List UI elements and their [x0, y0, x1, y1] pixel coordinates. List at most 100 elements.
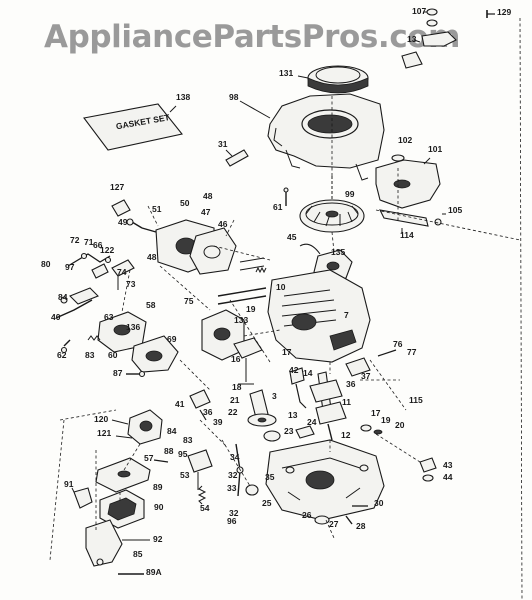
callout-115: 115: [409, 395, 423, 405]
part-13-muffler-bracket: [401, 31, 457, 69]
callout-89a: 89A: [146, 567, 162, 577]
callout-31: 31: [218, 139, 228, 149]
part-136-float: [131, 335, 179, 373]
part-90-fuel-tank: [99, 489, 145, 529]
callout-47: 47: [201, 207, 211, 217]
part-99-flywheel: [299, 176, 365, 233]
callout-22: 22: [228, 407, 238, 417]
part-31-pin: [225, 149, 249, 167]
callout-73: 73: [126, 279, 136, 289]
callout-97: 97: [65, 262, 75, 272]
part-26-oil-plug: [314, 515, 330, 525]
callout-92: 92: [153, 534, 163, 544]
callout-54: 54: [200, 503, 210, 513]
callout-50: 50: [180, 198, 190, 208]
callout-33: 33: [227, 483, 237, 493]
callout-34: 34: [230, 452, 240, 462]
callout-91: 91: [64, 479, 74, 489]
callout-32: 32: [229, 508, 239, 518]
callout-90: 90: [154, 502, 164, 512]
part-62-screw: [60, 339, 71, 354]
part-57-clip: [153, 459, 169, 463]
callout-41: 41: [175, 399, 185, 409]
part-127-nozzle: [111, 199, 131, 217]
part-72-throttle-link: [67, 252, 112, 279]
callout-62: 62: [57, 350, 67, 360]
callout-26: 26: [302, 510, 312, 520]
part-19-valve-spring: [217, 257, 267, 305]
callout-83: 83: [85, 350, 95, 360]
callout-45: 45: [287, 232, 297, 242]
part-43-oil-fill: [419, 457, 437, 482]
part-107-nut: [424, 8, 438, 27]
callout-12: 12: [341, 430, 351, 440]
callout-27: 27: [329, 519, 339, 529]
part-92-bracket: [85, 519, 150, 567]
callout-76: 76: [393, 339, 403, 349]
part-23-gear: [263, 430, 281, 442]
callout-101: 101: [428, 144, 442, 154]
callout-107: 107: [412, 6, 426, 16]
callout-102: 102: [398, 135, 412, 145]
part-101-muffler: [375, 157, 441, 209]
callout-25: 25: [262, 498, 272, 508]
callout-17: 17: [282, 347, 292, 357]
callout-20: 20: [395, 420, 405, 430]
callout-48: 48: [147, 252, 157, 262]
part-24-piston-pin: [295, 425, 315, 439]
callout-129: 129: [497, 7, 511, 17]
callout-85: 85: [133, 549, 143, 559]
part-83-spring: [87, 335, 101, 341]
callout-35: 35: [265, 472, 275, 482]
callout-16: 16: [231, 354, 241, 364]
callout-23: 23: [284, 426, 294, 436]
callout-133: 133: [234, 315, 248, 325]
part-7-cylinder: [267, 269, 371, 363]
part-121-filter-cover: [115, 435, 133, 439]
callout-60: 60: [108, 350, 118, 360]
part-91-fuel-cap: [71, 487, 93, 509]
callout-80: 80: [41, 259, 51, 269]
callout-83: 83: [183, 435, 193, 445]
callout-99: 99: [345, 189, 355, 199]
callout-74: 74: [117, 267, 127, 277]
part-75-valve-cover: [201, 309, 245, 361]
part-98-blower-housing: [239, 93, 385, 181]
callout-49: 49: [118, 217, 128, 227]
part-61-key: [283, 187, 289, 206]
callout-53: 53: [180, 470, 190, 480]
callout-7: 7: [344, 310, 349, 320]
callout-14: 14: [303, 368, 313, 378]
callout-105: 105: [448, 205, 462, 215]
callout-96: 96: [227, 516, 237, 526]
callout-28: 28: [356, 521, 366, 531]
callout-48: 48: [203, 191, 213, 201]
callout-19: 19: [246, 304, 256, 314]
callout-63: 63: [104, 312, 114, 322]
callout-84: 84: [58, 292, 68, 302]
callout-21: 21: [230, 395, 240, 405]
part-105-screw: [379, 209, 446, 234]
callout-51: 51: [152, 204, 162, 214]
callout-77: 77: [407, 347, 417, 357]
part-54-spring: [197, 485, 207, 505]
part-16-breather: [233, 337, 263, 385]
callout-95: 95: [178, 449, 188, 459]
callout-122: 122: [100, 245, 114, 255]
callout-37: 37: [361, 371, 371, 381]
callout-19: 19: [381, 415, 391, 425]
callout-36: 36: [346, 379, 356, 389]
callout-121: 121: [97, 428, 111, 438]
part-129-screw: [486, 10, 495, 18]
callout-13: 13: [288, 410, 298, 420]
watermark-text: AppliancePartsPros.com: [44, 19, 460, 55]
callout-136: 136: [126, 322, 140, 332]
callout-43: 43: [443, 460, 453, 470]
callout-75: 75: [184, 296, 194, 306]
callout-138: 138: [176, 92, 190, 102]
callout-89: 89: [153, 482, 163, 492]
part-46-gasket: [189, 227, 237, 275]
callout-44: 44: [443, 472, 453, 482]
